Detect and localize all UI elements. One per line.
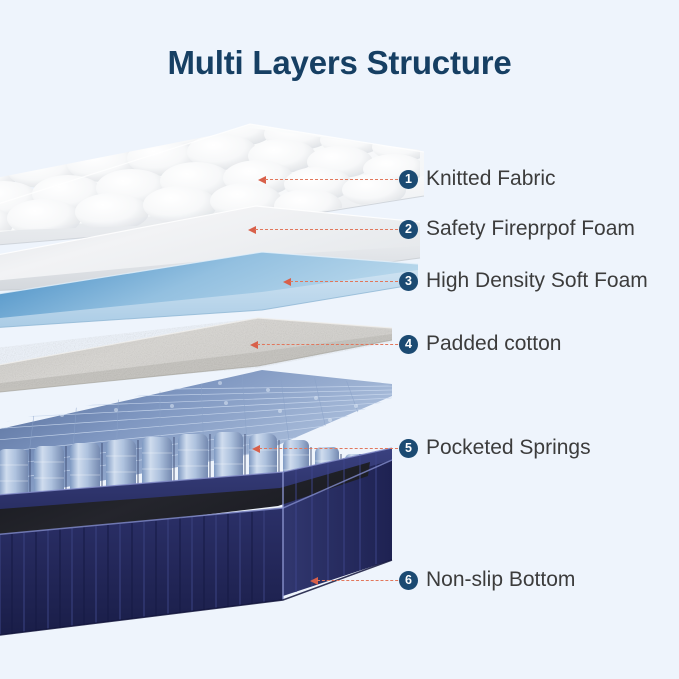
layer-badge-5: 5 <box>399 438 418 458</box>
layer-label-padded-cotton: 4 Padded cotton <box>399 332 561 356</box>
layer-high-density-foam <box>0 251 419 328</box>
page-title: Multi Layers Structure <box>167 44 512 81</box>
layer-badge-1: 1 <box>399 169 418 189</box>
layer-label-nonslip-bottom: 6 Non-slip Bottom <box>399 568 575 592</box>
layer-label-pocketed-springs: 5 Pocketed Springs <box>399 436 591 460</box>
layer-badge-2: 2 <box>399 219 418 239</box>
layer-badge-3: 3 <box>399 271 418 291</box>
layer-label-text-1: Knitted Fabric <box>426 167 556 190</box>
layer-label-knitted-fabric: 1 Knitted Fabric <box>399 167 556 191</box>
layer-nonslip-bottom <box>0 447 393 636</box>
layer-label-text-3: High Density Soft Foam <box>426 269 648 292</box>
layer-badge-4: 4 <box>399 334 418 354</box>
layer-label-fireproof-foam: 2 Safety Fireprpof Foam <box>399 217 635 241</box>
layer-label-text-5: Pocketed Springs <box>426 436 591 459</box>
layer-label-text-2: Safety Fireprpof Foam <box>426 217 635 240</box>
layer-badge-6: 6 <box>399 570 418 590</box>
layer-label-high-density-foam: 3 High Density Soft Foam <box>399 269 648 293</box>
layer-label-text-6: Non-slip Bottom <box>426 568 576 591</box>
layer-label-text-4: Padded cotton <box>426 332 562 355</box>
